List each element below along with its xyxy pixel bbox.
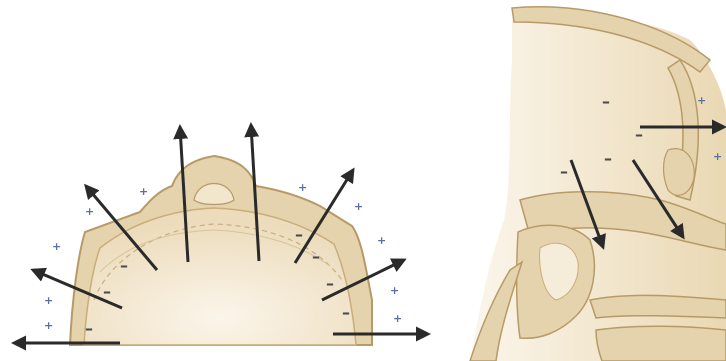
positive-sign: +	[298, 181, 307, 194]
coronal-section: – – – – – – – + + + + + + + + + +	[14, 125, 428, 345]
ear-bone	[664, 149, 695, 196]
negative-sign: –	[604, 149, 612, 168]
positive-sign: +	[390, 284, 399, 297]
positive-sign: +	[377, 234, 386, 247]
negative-sign: –	[103, 282, 111, 301]
negative-sign: –	[560, 162, 568, 181]
negative-sign: –	[326, 274, 334, 293]
positive-sign: +	[52, 240, 61, 253]
negative-sign: –	[85, 319, 93, 338]
negative-sign: –	[312, 247, 320, 266]
jaw-bone	[596, 326, 726, 361]
negative-sign: –	[602, 92, 610, 111]
positive-sign: +	[44, 319, 53, 332]
sagittal-section: – – – – + +	[470, 7, 726, 361]
palate	[590, 295, 726, 318]
negative-sign: –	[295, 225, 303, 244]
positive-sign: +	[354, 200, 363, 213]
negative-sign: –	[342, 303, 350, 322]
positive-sign: +	[713, 150, 722, 163]
negative-sign: –	[120, 256, 128, 275]
negative-sign: –	[635, 125, 643, 144]
positive-sign: +	[393, 312, 402, 325]
positive-sign: +	[697, 94, 706, 107]
positive-sign: +	[44, 294, 53, 307]
positive-sign: +	[139, 185, 148, 198]
positive-sign: +	[85, 205, 94, 218]
